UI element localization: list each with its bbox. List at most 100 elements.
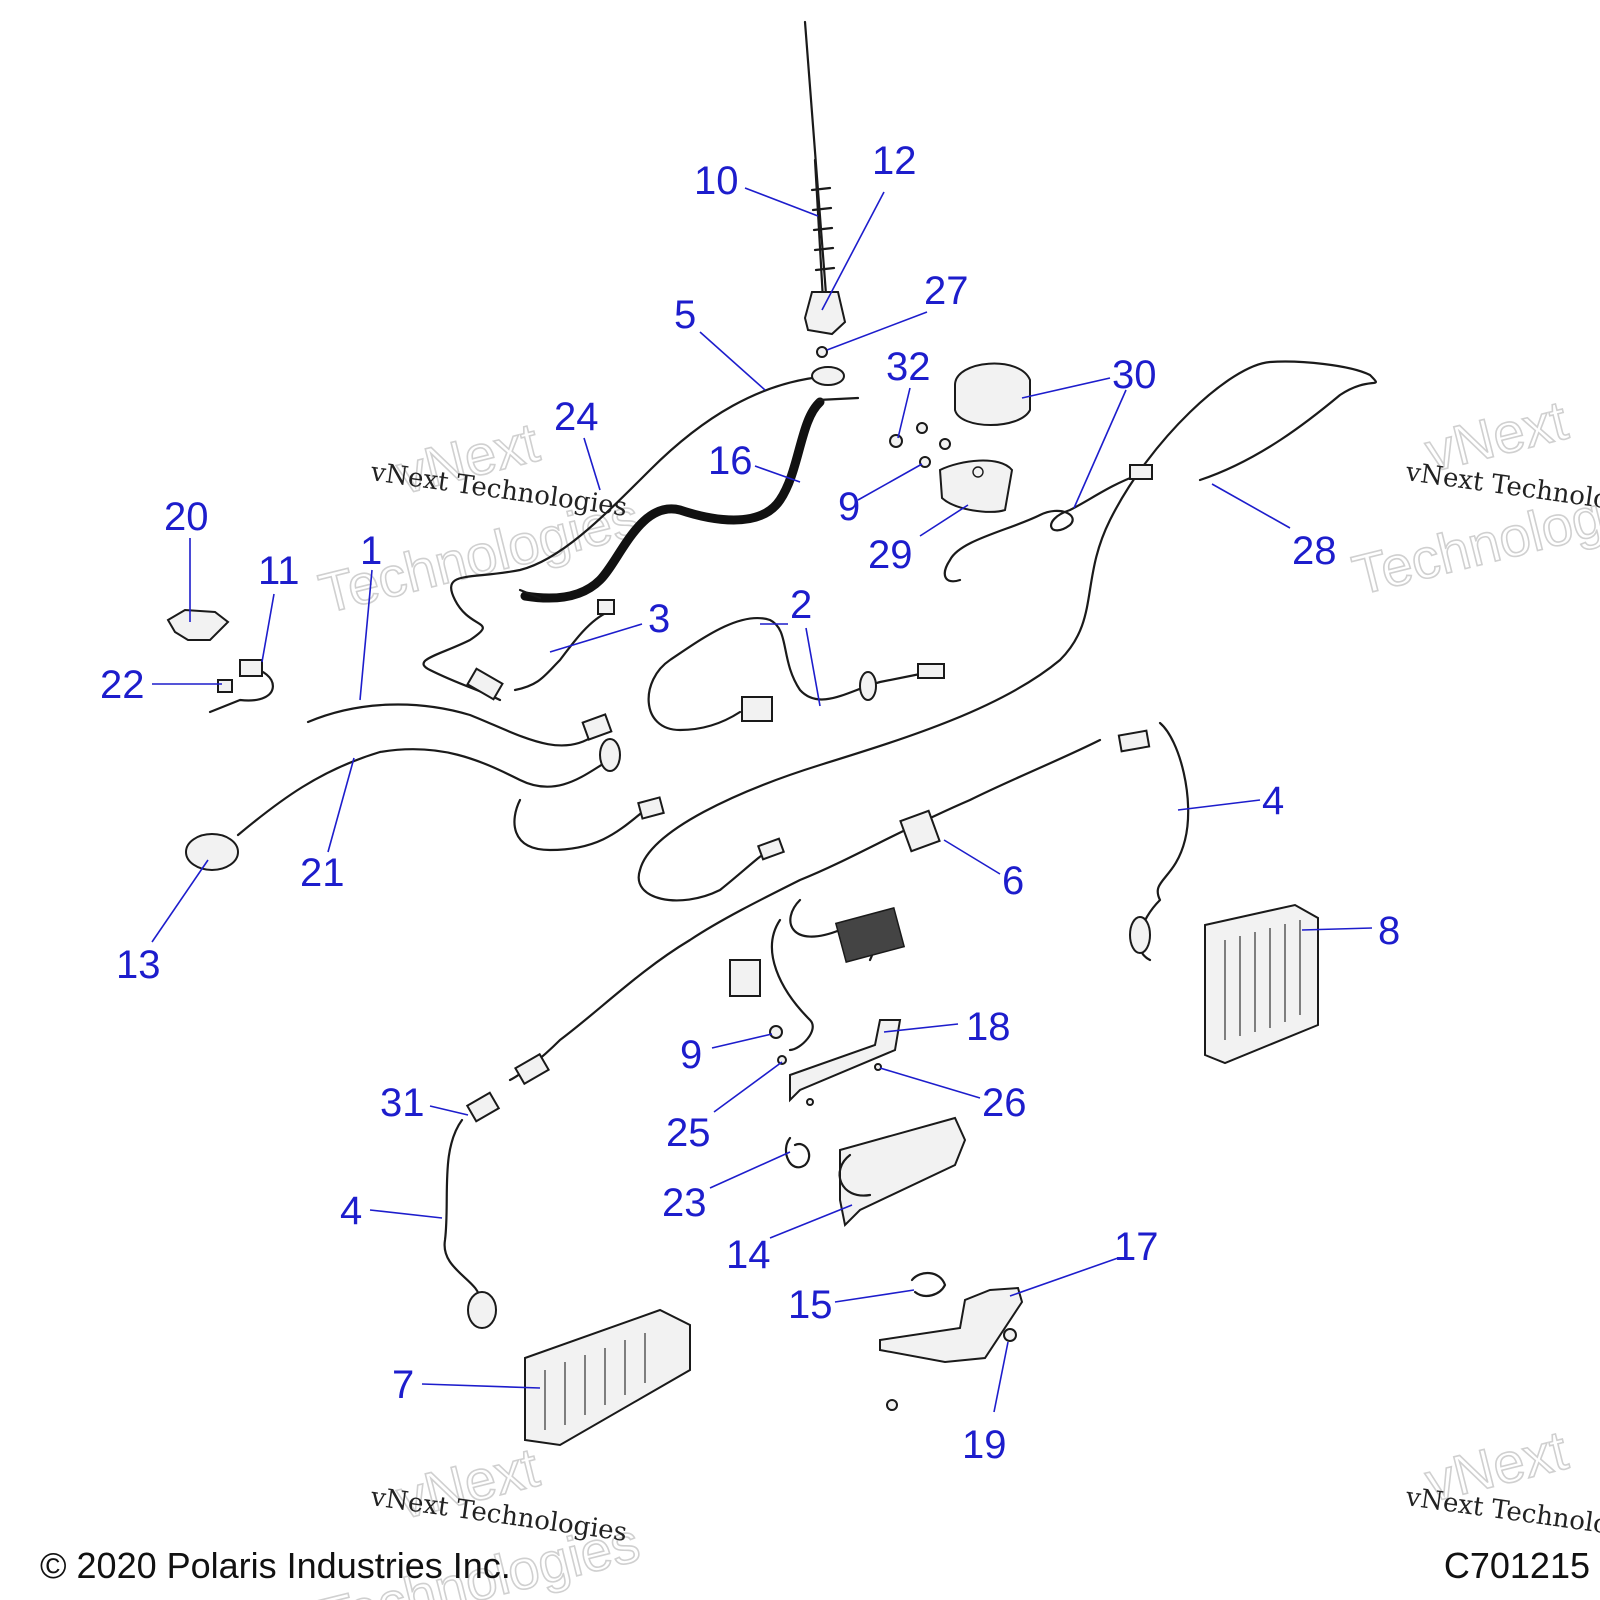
module-14 <box>839 1116 967 1228</box>
callout-28: 28 <box>1292 529 1337 573</box>
leader-19 <box>993 1341 1009 1413</box>
bracket-17 <box>879 1286 1024 1364</box>
harness-1 <box>306 703 597 747</box>
leader-25 <box>713 1061 783 1113</box>
antenna-mast-spring <box>810 158 836 302</box>
callout-4-left: 4 <box>340 1189 362 1233</box>
harness-2 <box>647 617 942 732</box>
callout-17: 17 <box>1114 1225 1159 1269</box>
leader-16 <box>754 465 801 483</box>
leader-30b <box>1073 389 1127 509</box>
callout-4-right: 4 <box>1262 779 1284 823</box>
callout-30: 30 <box>1112 353 1157 397</box>
speaker-left-grille <box>544 1333 646 1430</box>
callout-9-lower: 9 <box>680 1033 702 1077</box>
antenna-nut <box>816 346 828 358</box>
leader-4-right <box>1177 799 1261 811</box>
callout-24: 24 <box>554 395 599 439</box>
module-cable <box>943 473 1140 583</box>
leader-29 <box>919 504 969 537</box>
callout-29: 29 <box>868 533 913 577</box>
leader-9-lower <box>711 1033 773 1049</box>
callout-22: 22 <box>100 663 145 707</box>
callout-7: 7 <box>392 1363 414 1407</box>
bolt-9-lower <box>769 1025 783 1039</box>
harness-connector-6 <box>899 809 941 853</box>
antenna-cable-terminal <box>811 366 845 386</box>
leader-23 <box>709 1151 791 1189</box>
copyright-notice: © 2020 Polaris Industries Inc. <box>40 1545 511 1586</box>
leader-1 <box>359 569 373 701</box>
nut-26 <box>874 1063 882 1071</box>
antenna-base <box>803 291 847 336</box>
callout-15: 15 <box>788 1283 833 1327</box>
long-cable-connector <box>756 837 786 861</box>
harness-relay <box>729 959 761 997</box>
harness-1-connector <box>581 713 613 741</box>
leader-32 <box>897 387 911 439</box>
clamp-23 <box>784 1136 811 1169</box>
callout-10: 10 <box>694 159 739 203</box>
connector-15 <box>910 1272 947 1298</box>
figure-id: C701215 <box>1444 1545 1590 1586</box>
harness-2-grommet <box>859 671 877 701</box>
harness-plug-a <box>514 1052 550 1086</box>
speaker-lead-left <box>443 1118 482 1302</box>
module-14-lead <box>838 1153 872 1197</box>
leader-26 <box>879 1067 981 1099</box>
callout-23: 23 <box>662 1181 707 1225</box>
washer-25 <box>777 1055 787 1065</box>
fastener-9-top <box>919 456 931 468</box>
bracket-18 <box>789 1019 902 1103</box>
harness-21-connector <box>637 796 665 820</box>
strap-end <box>816 396 860 402</box>
nut-extra <box>806 1098 814 1106</box>
leader-24 <box>583 437 601 491</box>
harness-3 <box>513 610 610 692</box>
harness-21-grommet <box>599 738 621 772</box>
leader-30a <box>1021 377 1111 399</box>
bracket-20 <box>166 608 230 641</box>
bolt-19 <box>1003 1328 1017 1342</box>
callout-8: 8 <box>1378 909 1400 953</box>
strap-end-2 <box>518 588 542 600</box>
harness-plug-31 <box>465 1091 501 1123</box>
speaker-lead-right-loop <box>1129 916 1151 954</box>
speaker-lead-left-loop <box>467 1291 497 1329</box>
leader-8 <box>1301 927 1373 931</box>
fastener-32c <box>939 438 951 450</box>
callout-11: 11 <box>258 549 300 593</box>
leader-4-left <box>369 1209 443 1219</box>
speaker-left <box>524 1308 691 1447</box>
callout-25: 25 <box>666 1111 711 1155</box>
callout-19: 19 <box>962 1423 1007 1467</box>
leader-11 <box>261 593 275 663</box>
callout-26: 26 <box>982 1081 1027 1125</box>
callout-16: 16 <box>708 439 753 483</box>
antenna-cable <box>422 374 834 702</box>
leader-21 <box>327 757 355 853</box>
leader-27 <box>826 311 928 351</box>
callout-14: 14 <box>726 1233 771 1277</box>
callout-1: 1 <box>360 529 382 573</box>
connector-11 <box>239 659 263 677</box>
callout-20: 20 <box>164 495 209 539</box>
callout-5: 5 <box>674 293 696 337</box>
callout-9-top: 9 <box>838 485 860 529</box>
leader-9-top <box>857 463 923 501</box>
module-cable-connector <box>1129 464 1153 480</box>
leader-5 <box>699 331 766 391</box>
callout-labels: 1 2 3 4 4 5 6 7 8 9 9 10 11 12 13 14 15 … <box>100 139 1400 1467</box>
speaker-right <box>1204 903 1319 1065</box>
watermark-group: vNext Technologies vNext Technologies vN… <box>312 387 1600 1600</box>
leader-10 <box>744 187 819 217</box>
callout-12: 12 <box>872 139 917 183</box>
module-cover <box>954 362 1031 426</box>
harness-plug-b <box>1117 729 1151 753</box>
ecu-connector <box>834 906 906 964</box>
microphone-pad <box>185 833 239 871</box>
harness-2-connector-a <box>917 663 945 679</box>
long-cable <box>637 360 1377 902</box>
callout-13: 13 <box>116 943 161 987</box>
speaker-right-grille <box>1224 920 1301 1040</box>
